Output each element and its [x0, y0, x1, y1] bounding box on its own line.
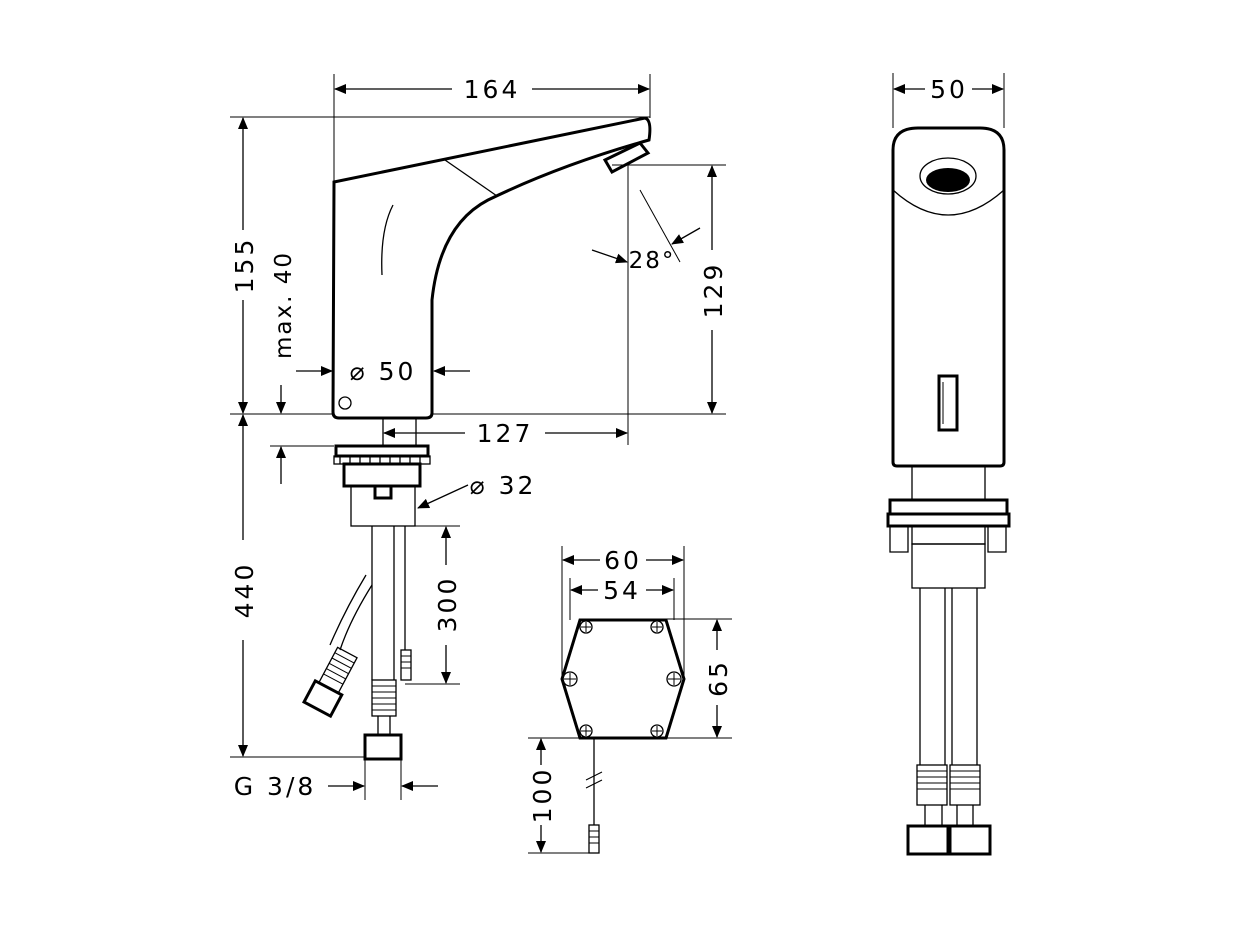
side-hose-fittings [906, 764, 992, 856]
dim-65-label: 65 [704, 659, 733, 697]
dim-side-50-label: 50 [930, 75, 968, 104]
front-dimensions: 164 155 max. 40 ⌀ 50 129 28° 127 ⌀ 32 [230, 74, 728, 801]
hose-connector-left [301, 646, 358, 719]
dim-max40-label: max. 40 [271, 251, 297, 359]
control-box-outline [560, 618, 686, 740]
sensor-window [937, 374, 959, 432]
dim-127-label: 127 [477, 419, 534, 448]
side-dimensions: 50 [892, 73, 1005, 128]
dim-155-label: 155 [230, 237, 259, 294]
dim-300-label: 300 [433, 576, 462, 633]
sensor-dot [338, 396, 352, 410]
mounting-nut [342, 462, 422, 488]
dim-129-label: 129 [699, 262, 728, 319]
dim-dia50-label: ⌀ 50 [350, 357, 417, 386]
dim-28deg-label: 28° [629, 248, 676, 274]
hose-connector-right [363, 679, 403, 761]
side-hoses [919, 588, 978, 765]
front-view [301, 116, 652, 761]
base-neck [382, 417, 417, 447]
side-body [891, 126, 1006, 468]
dim-thread-label: G 3/8 [234, 772, 317, 801]
dim-440-label: 440 [230, 562, 259, 619]
dim-54-label: 54 [603, 576, 641, 605]
dim-60-label: 60 [604, 546, 642, 575]
supply-hose-straight [371, 526, 395, 680]
screw-icon [562, 620, 682, 738]
side-mount-block [911, 543, 986, 589]
aerator-outlet [919, 157, 977, 195]
control-box-dimensions: 60 54 65 100 [528, 546, 733, 854]
dim-dia32-label: ⌀ 32 [470, 471, 537, 500]
dim-100-label: 100 [528, 767, 557, 824]
dim-164-label: 164 [464, 75, 521, 104]
control-box [560, 618, 686, 854]
mounting-block [350, 485, 416, 527]
side-view [886, 126, 1011, 856]
faucet-body [331, 116, 652, 420]
